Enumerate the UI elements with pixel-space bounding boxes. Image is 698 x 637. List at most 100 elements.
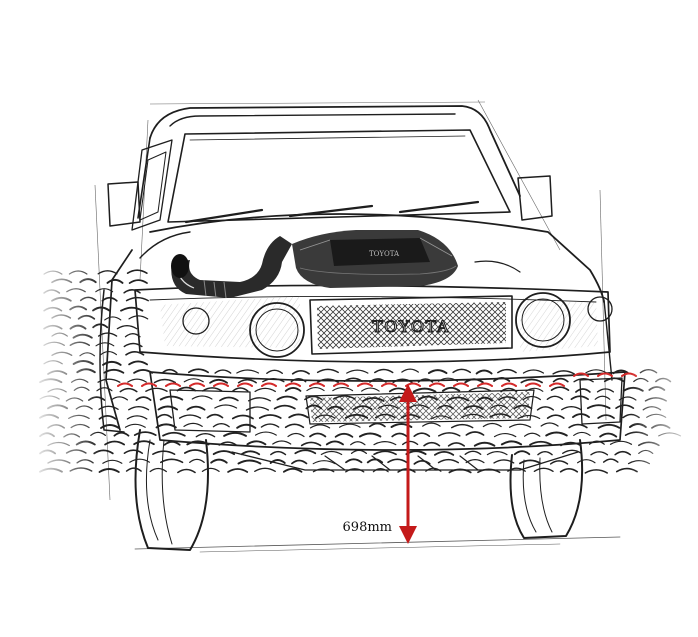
wave-stroke xyxy=(344,413,369,419)
wave-stroke xyxy=(178,414,202,419)
wave-stroke xyxy=(373,450,397,456)
wave-stroke xyxy=(186,405,206,411)
wave-stroke xyxy=(290,377,307,383)
wave-stroke xyxy=(98,405,119,410)
wave-stroke xyxy=(254,467,276,473)
wave-stroke xyxy=(300,441,322,447)
wave-stroke xyxy=(240,450,261,456)
wave-stroke xyxy=(258,414,282,419)
wave-stroke xyxy=(573,378,594,383)
wave-stroke xyxy=(314,414,336,419)
wave-stroke xyxy=(227,468,249,473)
wave-stroke xyxy=(133,368,154,374)
wave-stroke xyxy=(575,388,591,393)
wave-stroke xyxy=(128,315,149,320)
wave-stroke xyxy=(584,469,608,474)
wave-stroke xyxy=(312,460,336,465)
wave-stroke xyxy=(413,432,431,437)
wave-stroke xyxy=(104,316,122,321)
wave-stroke xyxy=(187,368,209,374)
wave-stroke xyxy=(465,431,485,436)
wave-stroke xyxy=(120,306,144,312)
wave-stroke xyxy=(559,467,579,473)
water-level-dash xyxy=(237,382,253,387)
wave-stroke xyxy=(183,422,203,427)
wave-stroke xyxy=(119,387,138,393)
wave-stroke xyxy=(133,440,155,446)
wave-stroke xyxy=(201,467,220,472)
wave-stroke xyxy=(273,404,296,410)
wave-stroke xyxy=(586,404,611,410)
wave-stroke xyxy=(183,378,204,383)
wave-stroke xyxy=(533,467,554,473)
water-level-dash xyxy=(285,382,301,387)
wave-stroke xyxy=(306,387,325,392)
wave-stroke xyxy=(218,441,238,446)
wave-stroke xyxy=(369,378,387,383)
wave-stroke xyxy=(254,387,276,393)
air-intake-snorkel xyxy=(171,236,292,299)
wave-stroke xyxy=(552,370,575,375)
wave-stroke xyxy=(332,387,354,392)
grille-badge: TOYOTA xyxy=(372,317,450,336)
wave-stroke xyxy=(413,460,431,465)
wave-stroke xyxy=(572,413,590,418)
wave-stroke xyxy=(390,423,413,428)
wave-stroke xyxy=(374,413,396,419)
wave-stroke xyxy=(123,342,143,348)
wave-stroke xyxy=(570,395,589,401)
wave-stroke xyxy=(377,404,399,409)
wave-stroke xyxy=(128,279,148,284)
wave-stroke xyxy=(262,378,285,383)
wave-stroke xyxy=(334,432,354,438)
wave-stroke xyxy=(309,432,327,438)
wave-stroke xyxy=(219,396,239,402)
wave-stroke xyxy=(214,404,238,409)
wave-stroke xyxy=(110,396,128,401)
wave-stroke xyxy=(452,368,472,374)
water-level-dash xyxy=(357,382,373,387)
wave-stroke xyxy=(176,386,197,392)
wave-stroke xyxy=(304,395,323,401)
wave-stroke xyxy=(287,432,305,438)
wave-stroke xyxy=(546,395,564,400)
wave-stroke xyxy=(522,369,545,374)
wave-stroke xyxy=(612,369,630,375)
wave-stroke xyxy=(345,458,363,464)
wave-stroke xyxy=(320,450,343,456)
wave-stroke xyxy=(493,377,511,382)
wave-stroke xyxy=(237,378,257,384)
wave-stroke xyxy=(155,423,177,429)
wave-stroke xyxy=(529,440,553,446)
wave-stroke xyxy=(125,296,149,302)
wave-stroke xyxy=(590,451,609,456)
wave-stroke xyxy=(447,442,466,447)
wave-stroke xyxy=(127,378,147,383)
wave-stroke xyxy=(477,468,501,474)
wave-stroke xyxy=(490,404,508,409)
wave-stroke xyxy=(430,415,452,420)
wave-stroke xyxy=(465,459,485,464)
wave-stroke xyxy=(325,440,344,446)
wave-stroke xyxy=(98,415,117,420)
wave-stroke xyxy=(272,440,292,445)
wave-stroke xyxy=(97,270,118,275)
wave-stroke xyxy=(448,468,472,474)
wave-stroke xyxy=(103,368,125,374)
wave-stroke xyxy=(191,395,213,400)
water-level-dash xyxy=(261,382,277,387)
wave-stroke xyxy=(254,431,277,436)
wave-stroke xyxy=(609,440,633,445)
wave-stroke xyxy=(223,431,247,437)
wave-stroke xyxy=(520,378,543,384)
wave-stroke xyxy=(549,460,569,465)
wave-stroke xyxy=(345,468,365,473)
wave-stroke xyxy=(391,432,408,438)
wave-stroke xyxy=(476,396,493,402)
wave-stroke xyxy=(312,468,335,473)
wave-stroke xyxy=(237,459,262,465)
wave-stroke xyxy=(577,459,596,464)
wave-stroke xyxy=(327,405,344,411)
wave-stroke xyxy=(97,378,121,383)
water-level-dash xyxy=(381,382,397,387)
